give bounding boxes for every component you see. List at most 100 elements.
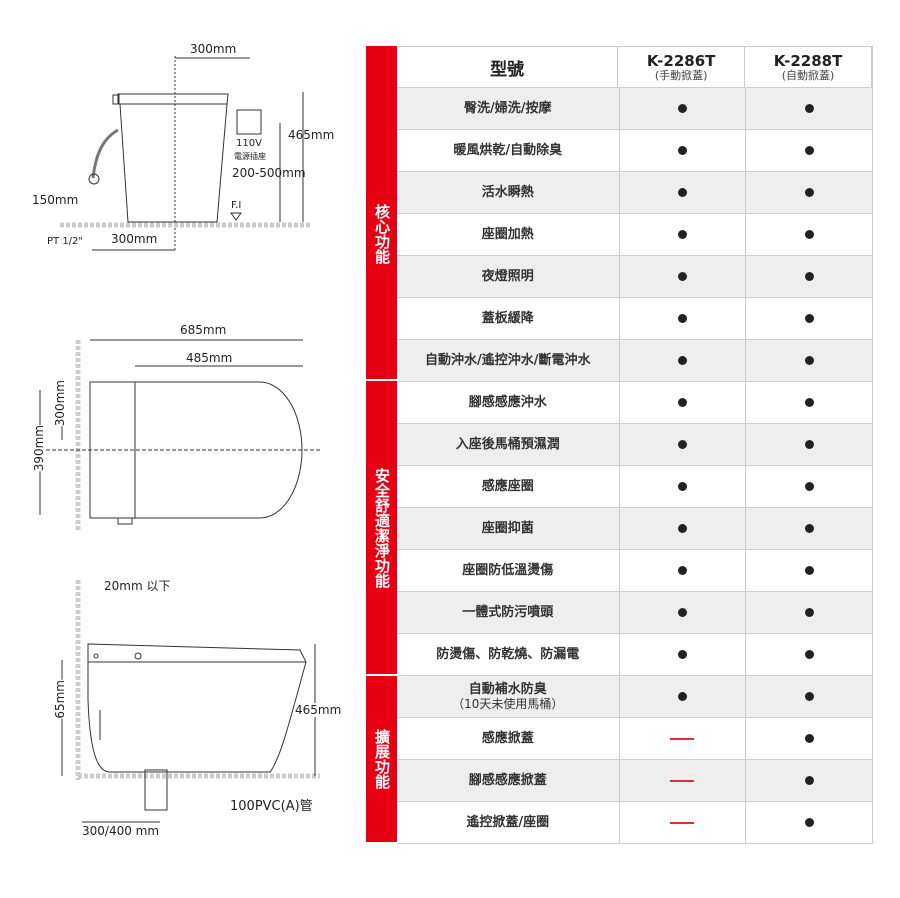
section-gap: 20mm 以下	[104, 579, 171, 593]
table-row: 腳感感應掀蓋	[397, 760, 873, 802]
side-view-drawing	[60, 56, 310, 251]
table-row: 臀洗/婦洗/按摩	[397, 88, 873, 130]
feature-label: 暖風烘乾/自動除臭	[453, 143, 563, 158]
table-row: 腳感感應沖水	[397, 382, 873, 424]
model-2-cell	[746, 634, 873, 675]
supported-dot-icon	[677, 188, 687, 197]
model-2-cell	[746, 802, 873, 843]
group-safety: 安全舒適潔淨功能	[366, 381, 397, 674]
model-1-cell	[620, 256, 747, 297]
model-1-cell	[620, 718, 747, 759]
feature-cell: 入座後馬桶預濕潤	[397, 424, 620, 465]
feature-label: 遙控掀蓋/座圈	[466, 815, 550, 830]
top-width-outer: 390mm	[32, 425, 46, 472]
supported-dot-icon	[677, 398, 687, 407]
table-row: 自動沖水/遙控沖水/斷電沖水	[397, 340, 873, 382]
supported-dot-icon	[677, 230, 687, 239]
model-2-cell	[746, 88, 873, 129]
model-note: (自動掀蓋)	[781, 68, 835, 82]
feature-cell: 防燙傷、防乾燒、防漏電	[397, 634, 620, 675]
feature-cell: 腳感感應沖水	[397, 382, 620, 423]
not-supported-dash-icon	[670, 737, 695, 740]
model-1-cell	[620, 466, 747, 507]
feature-cell: 自動補水防臭（10天未使用馬桶）	[397, 676, 620, 717]
inlet-pipe: PT 1/2"	[47, 236, 84, 247]
top-seat-length: 485mm	[186, 351, 233, 365]
outlet-label: 電源插座	[234, 152, 266, 161]
supported-dot-icon	[804, 356, 814, 365]
table-row: 夜燈照明	[397, 256, 873, 298]
feature-label: 蓋板緩降	[481, 311, 534, 326]
supported-dot-icon	[677, 608, 687, 617]
model-1-cell	[620, 298, 747, 339]
model-1-cell	[620, 172, 747, 213]
table-row: 自動補水防臭（10天未使用馬桶）	[397, 676, 873, 718]
header-red-cell	[366, 46, 397, 88]
model-2-cell	[746, 130, 873, 171]
table-row: 座圈抑菌	[397, 508, 873, 550]
supported-dot-icon	[804, 818, 814, 827]
side-height: 465mm	[288, 128, 335, 142]
model-name: K-2288T	[773, 51, 843, 70]
section-base-height: 65mm	[53, 680, 67, 719]
table-row: 入座後馬桶預濕潤	[397, 424, 873, 466]
header-model-2: K-2288T (自動掀蓋)	[745, 47, 873, 87]
feature-label: 感應掀蓋	[481, 731, 534, 746]
supported-dot-icon	[677, 272, 687, 281]
feature-label: 腳感感應掀蓋	[468, 773, 547, 788]
feature-cell: 座圈加熱	[397, 214, 620, 255]
supported-dot-icon	[804, 230, 814, 239]
model-1-cell	[620, 634, 747, 675]
model-2-cell	[746, 424, 873, 465]
table-row: 蓋板緩降	[397, 298, 873, 340]
feature-label: 感應座圈	[481, 479, 534, 494]
table-row: 暖風烘乾/自動除臭	[397, 130, 873, 172]
supported-dot-icon	[677, 482, 687, 491]
supported-dot-icon	[677, 356, 687, 365]
feature-note: （10天未使用馬桶）	[452, 696, 564, 711]
inlet-height: 150mm	[32, 193, 79, 207]
feature-cell: 蓋板緩降	[397, 298, 620, 339]
section-height: 465mm	[295, 703, 342, 717]
feature-cell: 自動沖水/遙控沖水/斷電沖水	[397, 340, 620, 381]
feature-label: 夜燈照明	[481, 269, 534, 284]
section-view-drawing	[61, 580, 320, 823]
supported-dot-icon	[804, 650, 814, 659]
model-1-cell	[620, 676, 747, 717]
table-row: 活水瞬熱	[397, 172, 873, 214]
model-1-cell	[620, 130, 747, 171]
table-row: 座圈防低溫燙傷	[397, 550, 873, 592]
supported-dot-icon	[804, 104, 814, 113]
supported-dot-icon	[804, 734, 814, 743]
drain-offset: 300/400 mm	[82, 824, 160, 838]
table-row: 感應座圈	[397, 466, 873, 508]
model-2-cell	[746, 760, 873, 801]
supported-dot-icon	[677, 650, 687, 659]
model-1-cell	[620, 88, 747, 129]
supported-dot-icon	[804, 314, 814, 323]
model-name: K-2286T	[646, 51, 716, 70]
model-2-cell	[746, 592, 873, 633]
model-2-cell	[746, 676, 873, 717]
supported-dot-icon	[804, 692, 814, 701]
feature-label: 臀洗/婦洗/按摩	[464, 101, 552, 116]
table-row: 感應掀蓋	[397, 718, 873, 760]
top-length: 685mm	[180, 323, 227, 337]
model-2-cell	[746, 508, 873, 549]
header-model-1: K-2286T (手動掀蓋)	[618, 47, 746, 87]
feature-label: 座圈加熱	[481, 227, 534, 242]
model-1-cell	[620, 424, 747, 465]
model-1-cell	[620, 550, 747, 591]
supported-dot-icon	[677, 440, 687, 449]
feature-cell: 感應座圈	[397, 466, 620, 507]
model-2-cell	[746, 256, 873, 297]
supported-dot-icon	[804, 272, 814, 281]
model-2-cell	[746, 718, 873, 759]
feature-cell: 感應掀蓋	[397, 718, 620, 759]
model-2-cell	[746, 298, 873, 339]
inlet-offset: 300mm	[111, 232, 158, 246]
feature-cell: 腳感感應掀蓋	[397, 760, 620, 801]
group-core: 核心功能	[366, 88, 397, 379]
feature-label: 座圈防低溫燙傷	[462, 563, 554, 578]
